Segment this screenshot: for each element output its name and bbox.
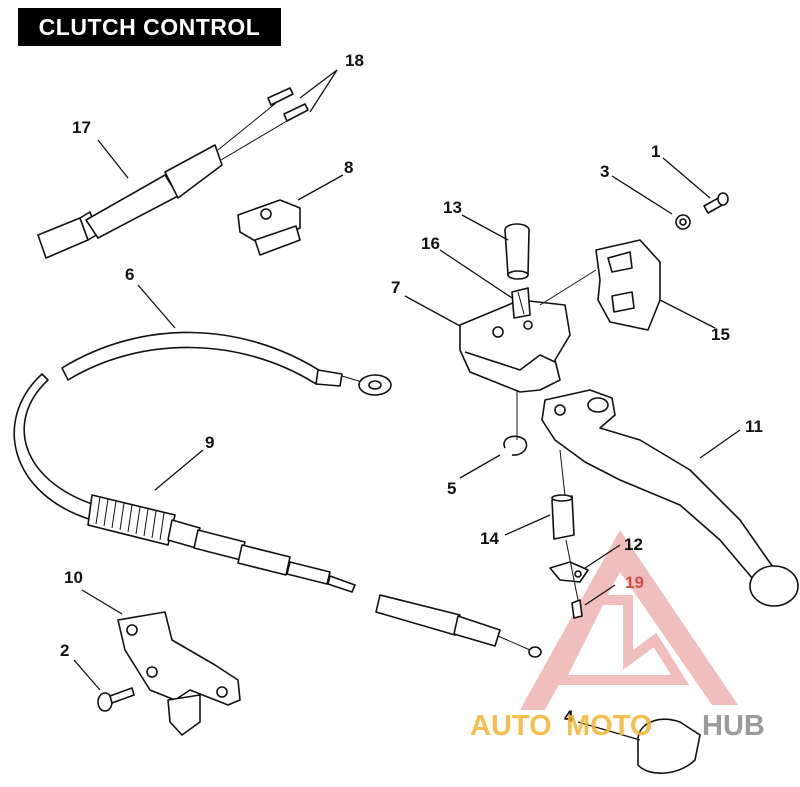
part-11-clutch-lever [541, 389, 799, 607]
callout-9: 9 [205, 433, 214, 452]
watermark-logo [520, 530, 738, 710]
callout-15: 15 [711, 325, 730, 344]
callout-13: 13 [443, 198, 462, 217]
part-13-pin [504, 223, 530, 280]
part-10-mount-bracket [117, 611, 241, 736]
part-3-washer [675, 214, 691, 230]
leader-lines [73, 69, 741, 741]
part-4-boot [637, 718, 701, 775]
part-15-clamp [595, 239, 661, 331]
part-5-circlip [503, 435, 528, 456]
part-19-screw [571, 599, 583, 619]
callout-5: 5 [447, 479, 456, 498]
watermark-wordmark: AUTO MOTO HUB [470, 710, 765, 742]
part-16-spring-pin [511, 287, 531, 319]
part-14-sleeve [551, 494, 575, 540]
watermark-moto: MOTO [566, 710, 652, 742]
part-6-ground-cable [61, 331, 392, 396]
part-7-lever-housing [459, 299, 571, 393]
callout-2: 2 [60, 641, 69, 660]
diagram-title: CLUTCH CONTROL [18, 8, 281, 46]
callout-16: 16 [421, 234, 440, 253]
callout-12: 12 [624, 535, 643, 554]
callout-14: 14 [480, 529, 499, 548]
callout-4: 4 [564, 707, 574, 726]
part-9-cable-end [375, 594, 542, 658]
callout-18: 18 [345, 51, 364, 70]
callout-17: 17 [72, 118, 91, 137]
callout-1: 1 [651, 142, 660, 161]
callout-10: 10 [64, 568, 83, 587]
part-12-nut [549, 561, 589, 583]
callout-19: 19 [625, 573, 644, 592]
part-17-switch-harness [37, 87, 309, 259]
callout-3: 3 [600, 162, 609, 181]
callout-6: 6 [125, 265, 134, 284]
watermark-hub: HUB [702, 710, 765, 742]
watermark-auto: AUTO [470, 710, 552, 742]
part-8-bracket [237, 199, 301, 256]
part-2-screw [97, 687, 135, 712]
part-1-screw [703, 192, 729, 214]
callout-8: 8 [344, 158, 353, 177]
part-9-clutch-cable [13, 373, 356, 593]
callout-11: 11 [745, 417, 763, 436]
callout-7: 7 [391, 278, 400, 297]
